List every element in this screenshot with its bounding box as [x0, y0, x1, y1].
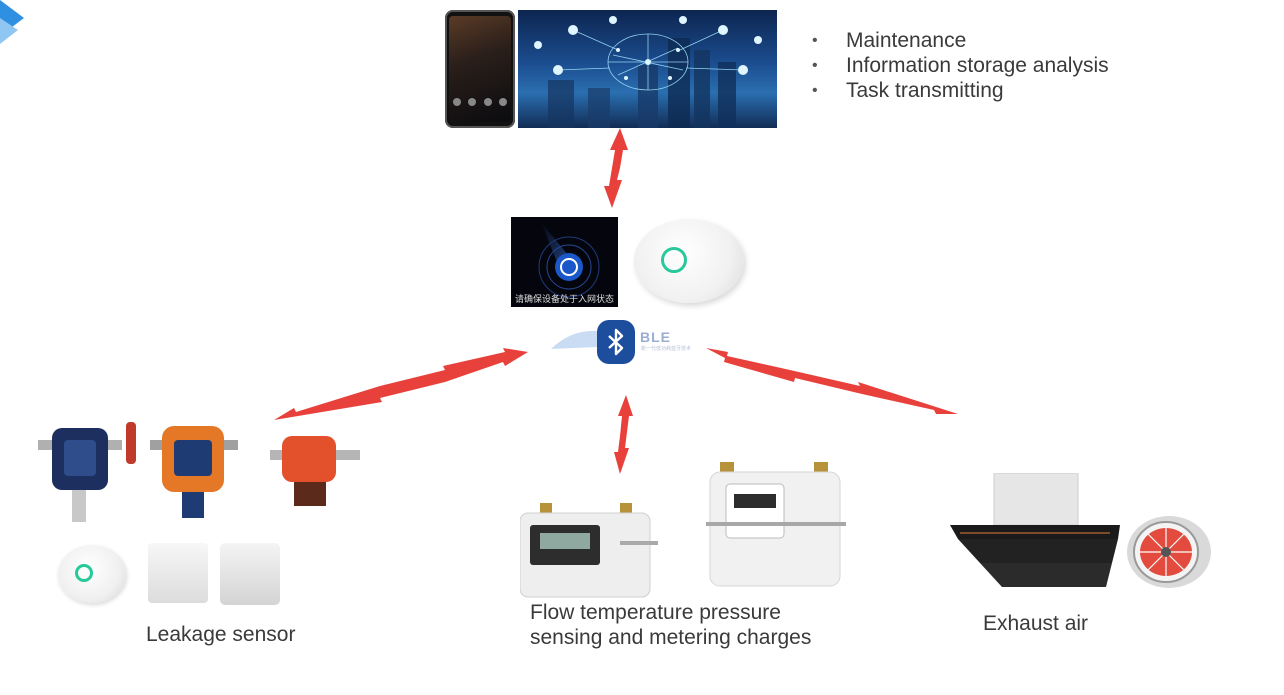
arrow-gateway-leakage — [274, 348, 528, 420]
wall-gas-alarm-image — [148, 543, 208, 603]
industrial-gas-detectors-image — [38, 422, 360, 522]
round-gas-detector-image — [58, 545, 126, 603]
ble-wing-icon — [551, 330, 599, 349]
bullet-item: Task transmitting — [812, 78, 1109, 103]
wall-smoke-alarm-image — [220, 543, 280, 605]
smart-gas-meter-image — [520, 503, 658, 598]
axial-fan-image — [1127, 516, 1211, 588]
flow-label-line2: sensing and metering charges — [530, 626, 812, 649]
gateway-app-screen: 请确保设备处于入网状态 — [511, 217, 618, 307]
diaphragm-gas-meter-image — [706, 462, 846, 587]
status-ring-icon — [661, 247, 687, 273]
flow-label-line1: Flow temperature pressure — [530, 601, 781, 624]
corner-chevron-logo — [0, 0, 24, 44]
arrow-gateway-exhaust — [706, 348, 958, 414]
cloud-functions-list: Maintenance Information storage analysis… — [812, 28, 1109, 103]
leakage-sensor-label: Leakage sensor — [146, 623, 296, 646]
gateway-device-image — [634, 219, 744, 303]
bullet-item: Maintenance — [812, 28, 1109, 53]
bluetooth-icon — [597, 320, 635, 364]
ble-label: BLE — [640, 329, 671, 345]
arrow-cloud-gateway — [604, 128, 628, 208]
bullet-item: Information storage analysis — [812, 53, 1109, 78]
flow-metering-label: Flow temperature pressure sensing and me… — [530, 600, 811, 650]
smart-city-network-image — [518, 10, 777, 128]
smartphone-image — [445, 10, 515, 128]
status-ring-icon — [75, 564, 93, 582]
gateway-app-caption: 请确保设备处于入网状态 — [514, 294, 614, 304]
exhaust-air-label: Exhaust air — [983, 612, 1089, 635]
ble-sublabel: 新一代低功耗蓝牙技术 — [641, 346, 692, 352]
arrow-gateway-meters — [614, 395, 633, 474]
range-hood-image — [950, 473, 1120, 587]
